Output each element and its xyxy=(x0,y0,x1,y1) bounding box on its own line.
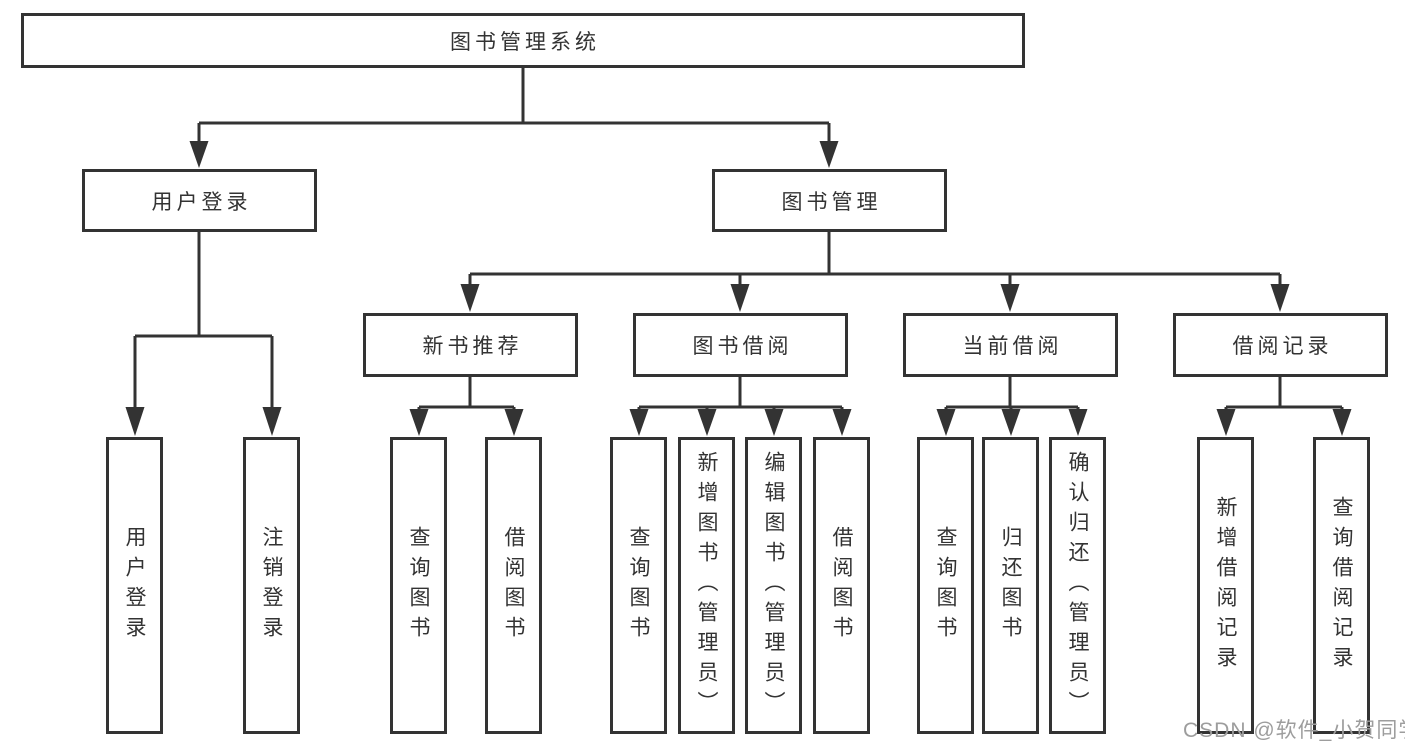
arrow-down-icon xyxy=(1216,409,1236,436)
node-leaf-user-login: 用户登录 xyxy=(106,437,163,734)
arrow-down-icon xyxy=(1270,284,1290,312)
node-leaf-label: 确认归还（管理员） xyxy=(1066,450,1089,721)
node-leaf-borrow-books: 借阅图书 xyxy=(813,437,870,734)
arrow-down-icon xyxy=(1001,409,1021,436)
node-leaf-return-books: 归还图书 xyxy=(982,437,1039,734)
node-current-borrow: 当前借阅 xyxy=(903,313,1118,377)
node-leaf-query-books-recommend: 查询图书 xyxy=(390,437,447,734)
node-book-management: 图书管理 xyxy=(712,169,947,232)
node-leaf-label: 查询图书 xyxy=(407,525,430,646)
node-leaf-logout: 注销登录 xyxy=(243,437,300,734)
node-leaf-label: 用户登录 xyxy=(123,525,146,646)
arrow-down-icon xyxy=(125,407,145,436)
node-leaf-label: 查询图书 xyxy=(627,525,650,646)
arrow-down-icon xyxy=(697,409,717,436)
arrow-down-icon xyxy=(936,409,956,436)
node-user-login: 用户登录 xyxy=(82,169,317,232)
node-book-borrow: 图书借阅 xyxy=(633,313,848,377)
arrow-down-icon xyxy=(730,284,750,312)
arrow-down-icon xyxy=(460,284,480,312)
arrow-down-icon xyxy=(832,409,852,436)
arrow-down-icon xyxy=(409,409,429,436)
node-leaf-add-books-admin: 新增图书（管理员） xyxy=(678,437,735,734)
arrow-down-icon xyxy=(1000,284,1020,312)
arrow-down-icon xyxy=(629,409,649,436)
node-new-book-recommend: 新书推荐 xyxy=(363,313,578,377)
node-borrow-records: 借阅记录 xyxy=(1173,313,1388,377)
node-leaf-label: 编辑图书（管理员） xyxy=(762,450,785,721)
node-leaf-label: 查询借阅记录 xyxy=(1330,495,1353,676)
node-leaf-label: 注销登录 xyxy=(260,525,283,646)
node-leaf-query-books-borrow: 查询图书 xyxy=(610,437,667,734)
arrow-down-icon xyxy=(819,141,839,168)
node-leaf-label: 借阅图书 xyxy=(830,525,853,646)
node-leaf-add-borrow-record: 新增借阅记录 xyxy=(1197,437,1254,734)
node-leaf-label: 借阅图书 xyxy=(502,525,525,646)
arrow-down-icon xyxy=(262,407,282,436)
node-root-system: 图书管理系统 xyxy=(21,13,1025,68)
arrow-down-icon xyxy=(1068,409,1088,436)
node-leaf-borrow-books-recommend: 借阅图书 xyxy=(485,437,542,734)
arrow-down-icon xyxy=(764,409,784,436)
arrow-down-icon xyxy=(504,409,524,436)
node-leaf-confirm-return-admin: 确认归还（管理员） xyxy=(1049,437,1106,734)
node-leaf-edit-books-admin: 编辑图书（管理员） xyxy=(745,437,802,734)
node-leaf-query-borrow-record: 查询借阅记录 xyxy=(1313,437,1370,734)
arrow-down-icon xyxy=(1332,409,1352,436)
node-leaf-label: 查询图书 xyxy=(934,525,957,646)
arrow-down-icon xyxy=(189,141,209,168)
node-leaf-query-books-current: 查询图书 xyxy=(917,437,974,734)
node-leaf-label: 新增借阅记录 xyxy=(1214,495,1237,676)
node-leaf-label: 新增图书（管理员） xyxy=(695,450,718,721)
node-leaf-label: 归还图书 xyxy=(999,525,1022,646)
csdn-watermark: CSDN @软件_小贺同学 xyxy=(1183,719,1405,742)
